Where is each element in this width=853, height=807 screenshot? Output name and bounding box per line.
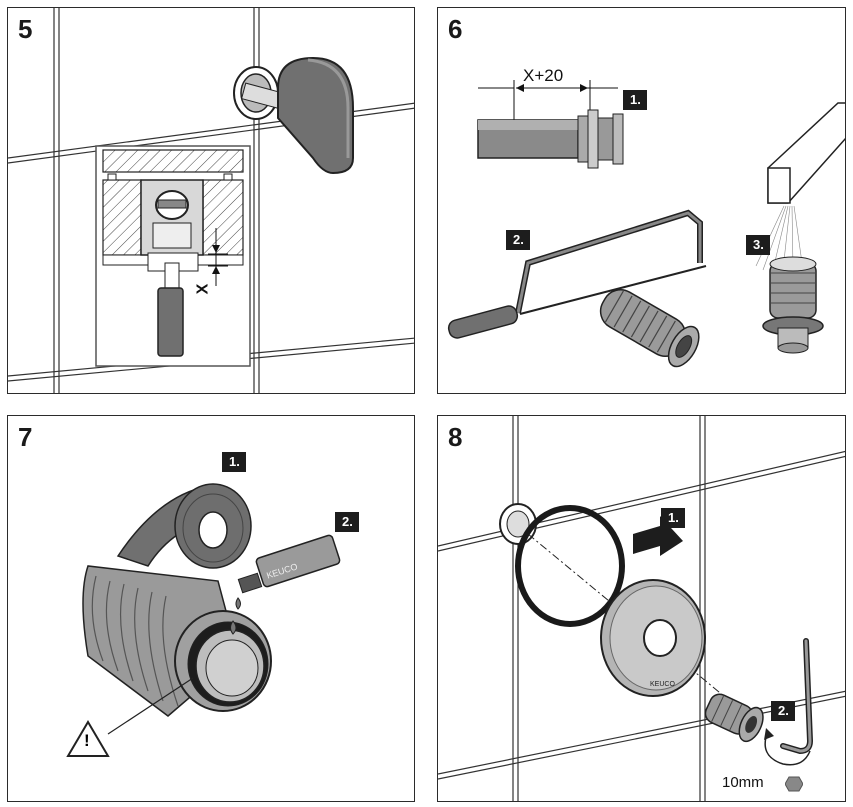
substep-1-badge: 1. bbox=[623, 90, 647, 110]
step-8-panel: 8 1. 2. bbox=[437, 415, 846, 802]
rosette-brand-label: KEUCO bbox=[650, 681, 675, 688]
tool-size-label: 10mm bbox=[722, 774, 764, 791]
push-arrow-icon bbox=[633, 516, 683, 556]
substep-3-badge: 3. bbox=[746, 235, 770, 255]
substep-2-badge: 2. bbox=[335, 512, 359, 532]
step-number: 8 bbox=[448, 422, 463, 452]
step-7-panel: 7 1. 2. KEUCO bbox=[7, 415, 415, 802]
step-number: 6 bbox=[448, 14, 463, 44]
step-7-illustration bbox=[82, 483, 341, 735]
step-number: 7 bbox=[18, 422, 33, 452]
substep-1-badge: 1. bbox=[661, 508, 685, 528]
step-6-panel: 6 bbox=[437, 7, 846, 394]
step-8-illustration bbox=[438, 416, 845, 801]
rotation-arrow-icon bbox=[764, 730, 811, 766]
dimension-x-label: X bbox=[194, 283, 212, 295]
step-number: 5 bbox=[18, 14, 33, 44]
step-5-illustration bbox=[8, 8, 414, 393]
substep-1-badge: 1. bbox=[222, 452, 246, 472]
warning-symbol: ! bbox=[84, 731, 90, 750]
step-5-panel: 5 bbox=[7, 7, 415, 394]
step-6-illustration bbox=[447, 80, 845, 368]
warning-triangle-icon: ! bbox=[66, 719, 110, 759]
dimension-x-plus-20-label: X+20 bbox=[523, 66, 564, 85]
substep-2-badge: 2. bbox=[771, 701, 795, 721]
hexagon-icon bbox=[785, 776, 803, 792]
substep-2-badge: 2. bbox=[506, 230, 530, 250]
